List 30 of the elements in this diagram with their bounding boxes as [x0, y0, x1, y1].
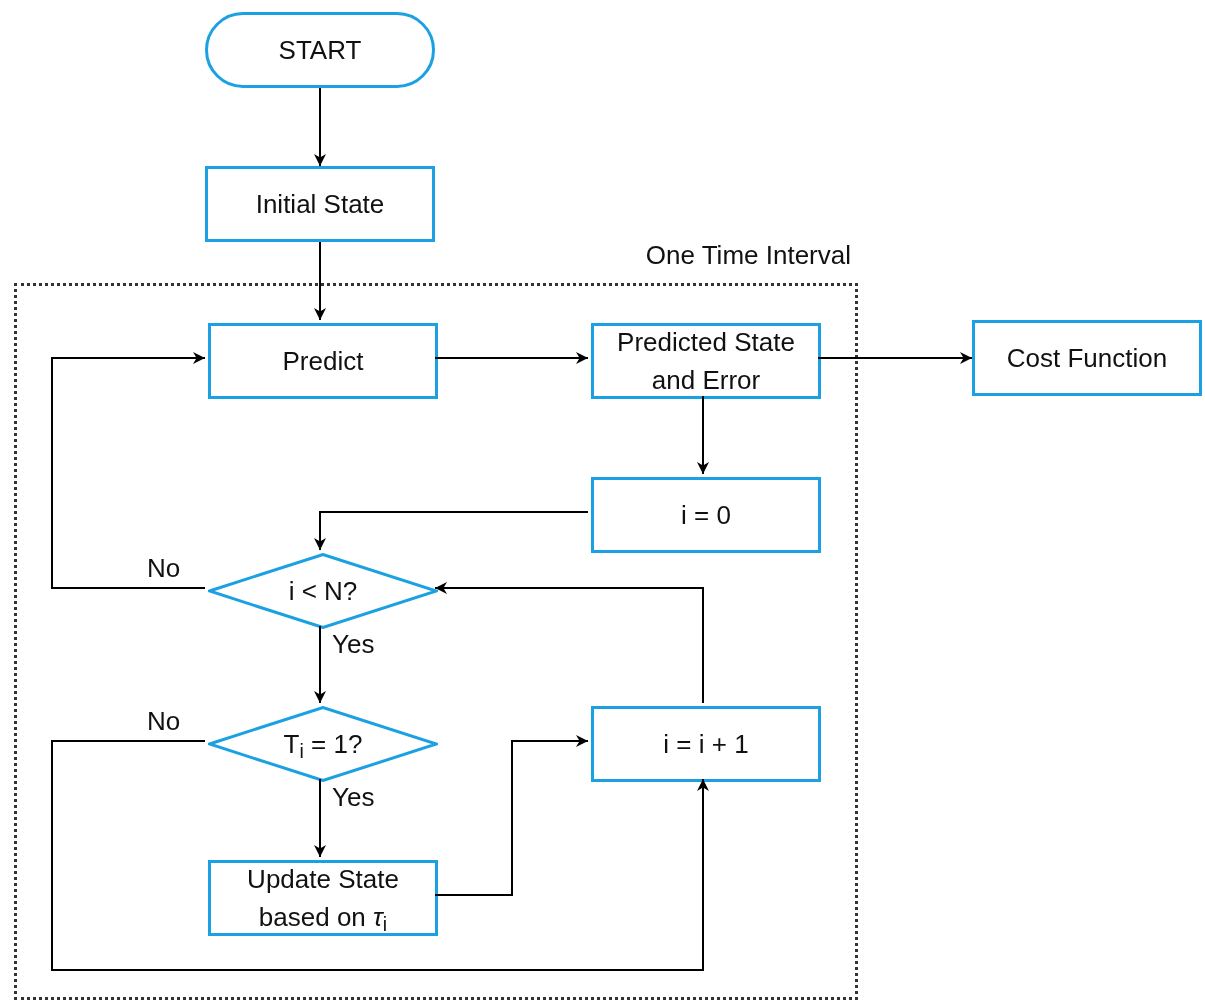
group-title: One Time Interval [645, 239, 851, 272]
arrow [434, 352, 589, 364]
node-label: Cost Function [1006, 342, 1168, 375]
node-label: START [278, 34, 362, 67]
arrow [314, 87, 326, 167]
node-label: Update State based on τ$_{i}$ [246, 863, 400, 936]
node-label: Predicted State and Error [616, 326, 796, 397]
arrow [51, 740, 709, 971]
node-label: i < N? [288, 575, 358, 608]
process-box [205, 166, 435, 242]
arrow [51, 352, 206, 589]
arrow [817, 352, 973, 364]
arrow [314, 511, 589, 551]
process-box [591, 323, 821, 399]
node-label: T$_{i}$ = 1? [283, 728, 363, 763]
arrow [314, 625, 326, 704]
process-box [972, 320, 1202, 396]
arrow [697, 395, 709, 475]
process-box [208, 860, 438, 936]
arrow [314, 241, 326, 321]
arrow [434, 582, 704, 704]
process-box [208, 323, 438, 399]
node-label: Predict [282, 345, 364, 378]
node-label: Initial State [255, 188, 385, 221]
node-label: i = i + 1 [663, 728, 749, 761]
node-label: i = 0 [681, 499, 731, 532]
process-box [591, 706, 821, 782]
arrow [314, 778, 326, 858]
arrow [434, 735, 589, 896]
process-box [591, 477, 821, 553]
